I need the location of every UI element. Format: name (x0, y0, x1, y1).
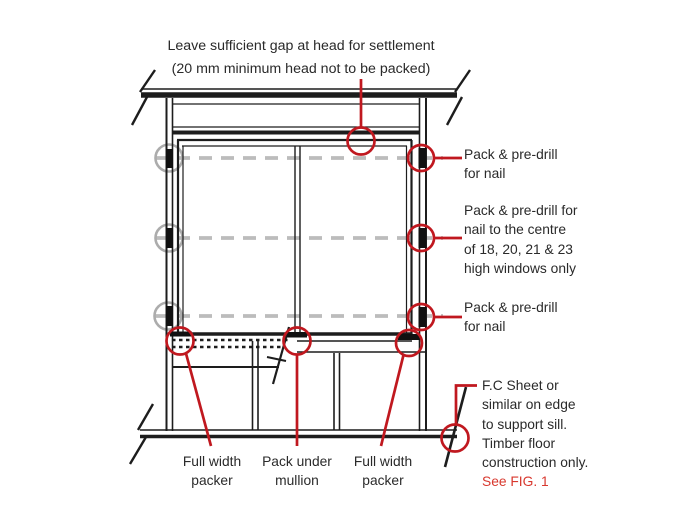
label-line: Full width (182, 454, 242, 469)
label-line: mullion (275, 473, 319, 489)
label-line: Pack & pre-drill for (464, 203, 578, 218)
label-line: packer (191, 473, 233, 489)
packer-dotted-lines (172, 338, 290, 349)
lintel (173, 103, 419, 135)
label-line: packer (362, 473, 404, 489)
right-jamb-stud (418, 98, 427, 431)
label-pack-predrill-top: Pack & pre-drill for nail (464, 145, 558, 184)
pack-marks (166, 148, 426, 340)
top-plate (141, 88, 457, 98)
head-gap-note-line2: (20 mm minimum head not to be packed) (171, 60, 431, 77)
left-jamb-stud (165, 98, 174, 431)
gray-dashed-guide-lines (155, 156, 443, 318)
label-line: F.C Sheet or (482, 378, 559, 393)
fc-sheet-on-edge (443, 386, 468, 468)
label-line: similar on edge (482, 397, 576, 413)
label-pack-predrill-bottom: Pack & pre-drill for nail (464, 298, 558, 337)
label-pack-predrill-centre: Pack & pre-drill for nail to the centre … (464, 201, 577, 278)
see-fig-link[interactable]: See FIG. 1 (482, 474, 549, 490)
label-full-width-packer-right: Full width packer (333, 452, 433, 491)
label-line: of 18, 20, 21 & 23 (464, 241, 573, 257)
label-line: Pack under (262, 454, 332, 469)
label-line: for nail (464, 166, 506, 182)
bottom-plate (140, 429, 457, 439)
label-pack-under-mullion: Pack under mullion (247, 452, 347, 491)
top-break-marks (130, 69, 471, 126)
label-line: high windows only (464, 260, 576, 276)
label-line: nail to the centre (464, 222, 567, 238)
label-line: to support sill. (482, 416, 568, 432)
frame-linework (128, 69, 471, 468)
label-line: construction only. (482, 455, 589, 471)
mullion (294, 146, 301, 333)
bottom-break-marks (128, 403, 155, 465)
label-full-width-packer-left: Full width packer (162, 452, 262, 491)
label-line: for nail (464, 319, 506, 335)
label-line: Full width (353, 454, 413, 469)
label-line: Pack & pre-drill (464, 300, 558, 315)
label-fc-sheet: F.C Sheet or similar on edge to support … (482, 376, 588, 492)
label-line: Pack & pre-drill (464, 147, 558, 162)
label-line: Timber floor (482, 435, 556, 451)
red-callout-circles (165, 126, 470, 453)
window-frame (176, 138, 413, 334)
below-sill-studs (251, 341, 341, 430)
head-gap-note-line1: Leave sufficient gap at head for settlem… (167, 38, 435, 54)
pencil-break-mark (266, 326, 291, 385)
red-leader-lines (184, 79, 477, 447)
head-gap-note: Leave sufficient gap at head for settlem… (150, 35, 452, 80)
